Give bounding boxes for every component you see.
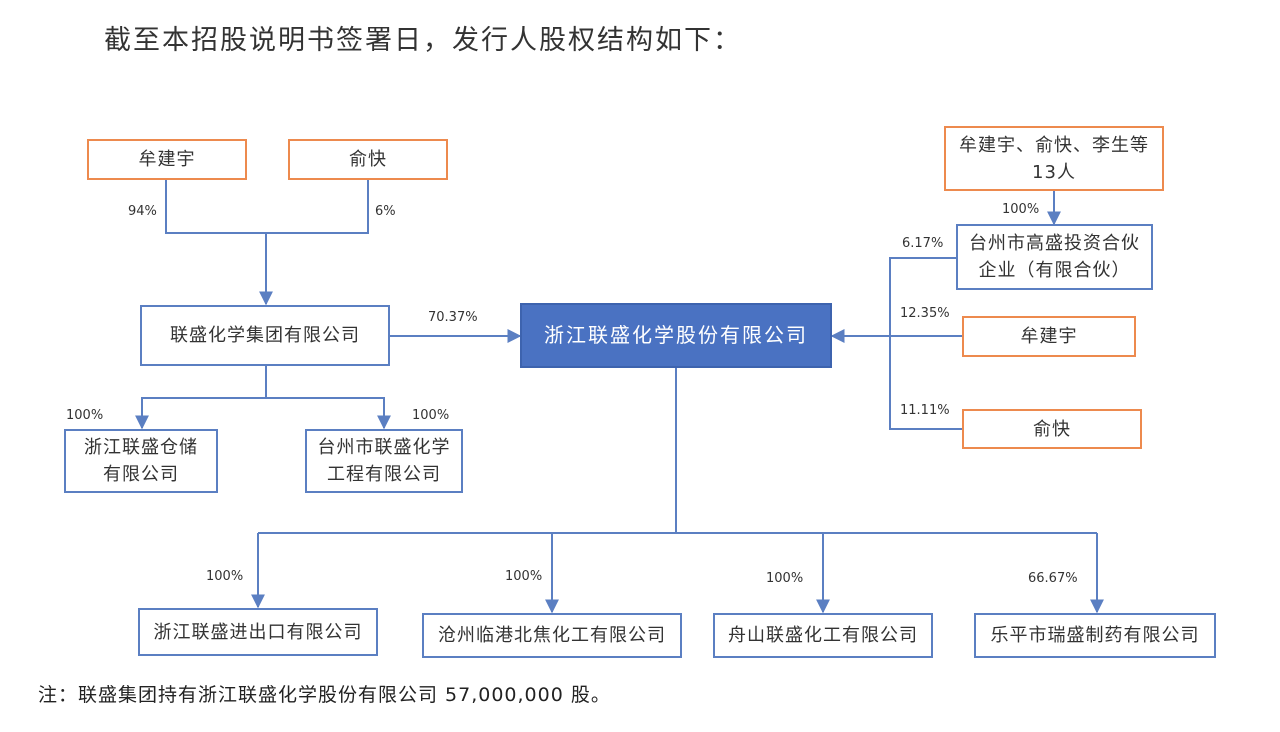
pct-yu-to-main: 11.11% bbox=[900, 403, 950, 418]
node-leping: 乐平市瑞盛制药有限公司 bbox=[974, 613, 1216, 658]
pct-yu-to-group: 6% bbox=[375, 204, 396, 219]
pct-mou-to-main: 12.35% bbox=[900, 306, 950, 321]
pct-group-to-cangchu: 100% bbox=[66, 408, 104, 423]
node-label: 乐平市瑞盛制药有限公司 bbox=[990, 625, 1200, 646]
node-gaosheng: 台州市高盛投资合伙企业（有限合伙） bbox=[956, 224, 1153, 290]
pct-to-zhoushan: 100% bbox=[766, 571, 804, 586]
node-group: 联盛化学集团有限公司 bbox=[140, 305, 390, 366]
node-label: 台州市高盛投资合伙企业（有限合伙） bbox=[969, 233, 1140, 281]
node-label: 沧州临港北焦化工有限公司 bbox=[438, 625, 666, 646]
pct-gaosheng-to-main: 6.17% bbox=[902, 236, 944, 251]
node-label: 浙江联盛仓储有限公司 bbox=[84, 437, 198, 485]
line-group-to-engineering bbox=[266, 397, 391, 430]
node-label: 浙江联盛化学股份有限公司 bbox=[544, 323, 808, 347]
node-yu-right: 俞快 bbox=[962, 409, 1142, 449]
pct-group-to-engineering: 100% bbox=[412, 408, 450, 423]
line-mou-to-group bbox=[165, 180, 369, 234]
node-yu-left: 俞快 bbox=[288, 139, 448, 180]
node-label: 舟山联盛化工有限公司 bbox=[728, 625, 918, 646]
pct-to-leping: 66.67% bbox=[1028, 571, 1078, 586]
node-group-13: 牟建宇、俞快、李生等13人 bbox=[944, 126, 1164, 191]
pct-group-to-main: 70.37% bbox=[428, 310, 478, 325]
node-label: 牟建宇、俞快、李生等13人 bbox=[959, 134, 1149, 183]
node-zhoushan: 舟山联盛化工有限公司 bbox=[713, 613, 933, 658]
node-label: 牟建宇 bbox=[1020, 326, 1078, 347]
node-import-export: 浙江联盛进出口有限公司 bbox=[138, 608, 378, 656]
node-mou-right: 牟建宇 bbox=[962, 316, 1136, 357]
node-cangzhou: 沧州临港北焦化工有限公司 bbox=[422, 613, 682, 658]
node-label: 俞快 bbox=[1033, 418, 1071, 440]
node-label: 牟建宇 bbox=[138, 149, 196, 170]
node-label: 俞快 bbox=[349, 149, 387, 170]
footnote: 注：联盛集团持有浙江联盛化学股份有限公司 57,000,000 股。 bbox=[38, 684, 611, 706]
line-group-to-subs bbox=[135, 366, 267, 430]
pct-to-import-export: 100% bbox=[206, 569, 244, 584]
node-label: 台州市联盛化学工程有限公司 bbox=[317, 437, 451, 485]
node-label: 浙江联盛进出口有限公司 bbox=[153, 621, 363, 643]
node-main-company: 浙江联盛化学股份有限公司 bbox=[520, 303, 832, 368]
pct-13-to-gaosheng: 100% bbox=[1002, 202, 1040, 217]
node-mou-left: 牟建宇 bbox=[87, 139, 247, 180]
pct-to-cangzhou: 100% bbox=[505, 569, 543, 584]
pct-mou-to-group: 94% bbox=[128, 204, 157, 219]
node-engineering: 台州市联盛化学工程有限公司 bbox=[305, 429, 463, 493]
node-label: 联盛化学集团有限公司 bbox=[170, 325, 360, 346]
node-cangchu: 浙江联盛仓储有限公司 bbox=[64, 429, 218, 493]
line-right-vertical bbox=[889, 257, 962, 430]
page-heading: 截至本招股说明书签署日，发行人股权结构如下： bbox=[104, 25, 742, 56]
